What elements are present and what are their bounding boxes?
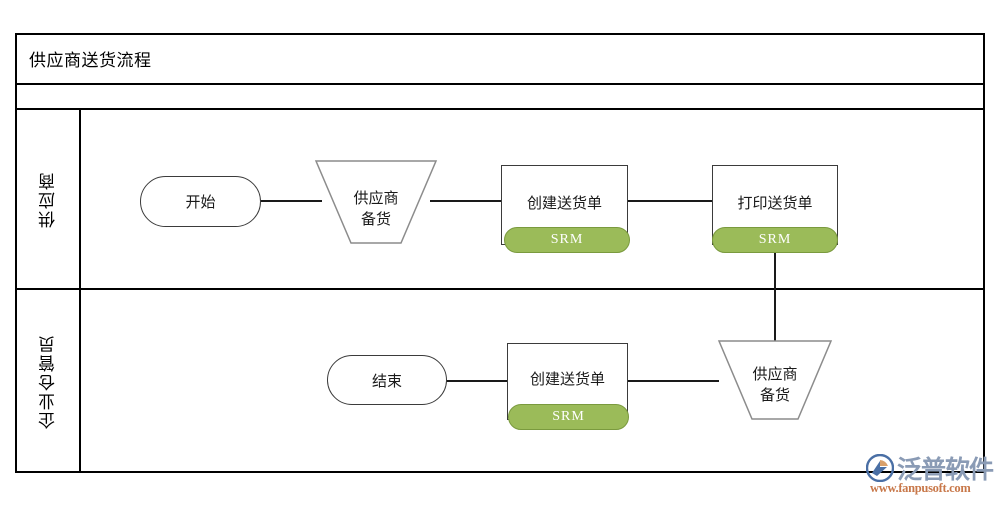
connector-prepare-to-create — [430, 200, 503, 202]
trapezoid-shape-top — [314, 160, 438, 244]
connector-start-to-prepare — [260, 200, 322, 202]
badge-srm-print-text: SRM — [758, 232, 792, 247]
badge-srm-create-bottom: SRM — [508, 404, 629, 430]
pool-subheader-bar — [15, 85, 985, 110]
node-create-delivery-top-label: 创建送货单 — [526, 195, 602, 212]
page-title: 供应商送货流程 — [29, 50, 152, 70]
fanpu-swoosh-logo-icon — [866, 454, 894, 482]
node-supplier-prepare-top-line1: 供应商 — [353, 190, 399, 207]
node-supplier-prepare-top-line2: 备货 — [360, 211, 391, 228]
badge-srm-create-bottom-text: SRM — [552, 409, 585, 424]
badge-srm-create-top: SRM — [504, 227, 630, 253]
node-supplier-prepare-top-label: 供应商 备货 — [315, 188, 437, 230]
node-supplier-prepare-top[interactable]: 供应商 备货 — [314, 160, 438, 244]
node-create-delivery-bottom-label: 创建送货单 — [529, 371, 605, 388]
lane-label-supplier: 供应商 — [17, 110, 79, 288]
watermark-brand-row: 泛普软件 — [866, 450, 994, 486]
lane-label-warehouse-text: 企业仓管员 — [38, 334, 58, 429]
watermark-url-text: www.fanpusoft.com — [870, 481, 971, 495]
node-supplier-prepare-bottom[interactable]: 供应商 备货 — [717, 340, 833, 420]
pool-title: 供应商送货流程 — [15, 33, 985, 85]
node-supplier-prepare-bottom-label: 供应商 备货 — [718, 364, 832, 406]
pool-frame — [15, 33, 985, 473]
node-supplier-prepare-bottom-line2: 备货 — [759, 387, 790, 404]
node-start[interactable]: 开始 — [140, 176, 261, 227]
connector-print-to-prepare-bottom — [774, 248, 776, 348]
watermark: 泛普软件 www.fanpusoft.com — [866, 450, 996, 498]
badge-srm-print: SRM — [712, 227, 838, 253]
connector-create-bottom-to-end — [446, 380, 508, 382]
connector-prepare-bottom-to-create-bottom — [627, 380, 719, 382]
node-start-label: 开始 — [185, 194, 216, 211]
lane-label-column-divider — [79, 110, 81, 473]
lane-label-supplier-text: 供应商 — [38, 170, 58, 228]
node-print-delivery-label: 打印送货单 — [737, 195, 813, 212]
node-end[interactable]: 结束 — [327, 355, 447, 405]
badge-srm-create-top-text: SRM — [550, 232, 584, 247]
lane-divider — [15, 288, 985, 290]
watermark-brand-text: 泛普软件 — [897, 455, 994, 484]
trapezoid-shape-bottom — [717, 340, 833, 420]
lane-label-warehouse: 企业仓管员 — [17, 290, 79, 473]
node-end-label: 结束 — [371, 372, 402, 390]
connector-create-to-print — [627, 200, 713, 202]
node-supplier-prepare-bottom-line1: 供应商 — [752, 366, 798, 383]
